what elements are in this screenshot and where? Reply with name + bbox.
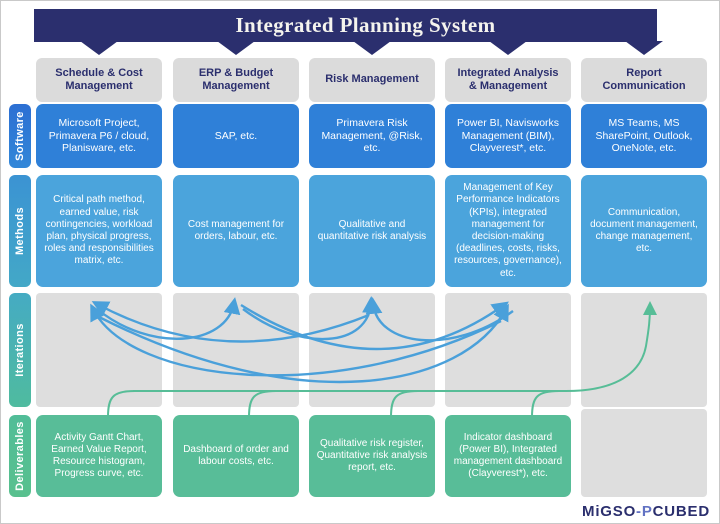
row-label-methods: Methods bbox=[9, 175, 31, 287]
cell-methods-schedule-cost: Critical path method, earned value, risk… bbox=[36, 175, 162, 287]
logo-cubed: CUBED bbox=[652, 503, 710, 520]
cell-iterations-panel bbox=[173, 293, 299, 407]
row-label-deliverables: Deliverables bbox=[9, 415, 31, 497]
cell-deliverables-empty bbox=[581, 409, 707, 497]
banner-title: Integrated Planning System bbox=[34, 9, 657, 42]
banner-pointer-triangle bbox=[80, 41, 118, 55]
banner-pointer-triangle bbox=[625, 41, 663, 55]
cell-iterations-panel bbox=[309, 293, 435, 407]
cell-methods-risk: Qualitative and quantitative risk analys… bbox=[309, 175, 435, 287]
banner-pointer-triangle bbox=[353, 41, 391, 55]
cell-methods-integrated: Management of Key Performance Indicators… bbox=[445, 175, 571, 287]
row-label-software: Software bbox=[9, 104, 31, 168]
column-header-risk: Risk Management bbox=[309, 58, 435, 102]
migso-pcubed-logo: MiGSO-PCUBED bbox=[582, 503, 710, 520]
banner-pointer-triangle bbox=[217, 41, 255, 55]
column-header-erp-budget: ERP & Budget Management bbox=[173, 58, 299, 102]
row-label-iterations: Iterations bbox=[9, 293, 31, 407]
cell-deliverables-risk: Qualitative risk register, Quantitative … bbox=[309, 415, 435, 497]
cell-deliverables-integrated: Indicator dashboard (Power BI), Integrat… bbox=[445, 415, 571, 497]
cell-software-schedule-cost: Microsoft Project, Primavera P6 / cloud,… bbox=[36, 104, 162, 168]
cell-deliverables-schedule-cost: Activity Gantt Chart, Earned Value Repor… bbox=[36, 415, 162, 497]
cell-methods-report: Communication, document management, chan… bbox=[581, 175, 707, 287]
cell-iterations-panel bbox=[581, 293, 707, 407]
column-header-report-communication: Report Communication bbox=[581, 58, 707, 102]
cell-iterations-panel bbox=[36, 293, 162, 407]
cell-methods-erp-budget: Cost management for orders, labour, etc. bbox=[173, 175, 299, 287]
cell-software-report: MS Teams, MS SharePoint, Outlook, OneNot… bbox=[581, 104, 707, 168]
cell-software-erp-budget: SAP, etc. bbox=[173, 104, 299, 168]
cell-software-integrated: Power BI, Navisworks Management (BIM), C… bbox=[445, 104, 571, 168]
cell-software-risk: Primavera Risk Management, @Risk, etc. bbox=[309, 104, 435, 168]
cell-deliverables-erp-budget: Dashboard of order and labour costs, etc… bbox=[173, 415, 299, 497]
column-header-schedule-cost: Schedule & Cost Management bbox=[36, 58, 162, 102]
logo-dash-p: -P bbox=[636, 503, 653, 520]
cell-iterations-panel bbox=[445, 293, 571, 407]
logo-migso: MiGSO bbox=[582, 503, 637, 520]
banner-pointer-triangle bbox=[489, 41, 527, 55]
column-header-integrated-analysis: Integrated Analysis & Management bbox=[445, 58, 571, 102]
